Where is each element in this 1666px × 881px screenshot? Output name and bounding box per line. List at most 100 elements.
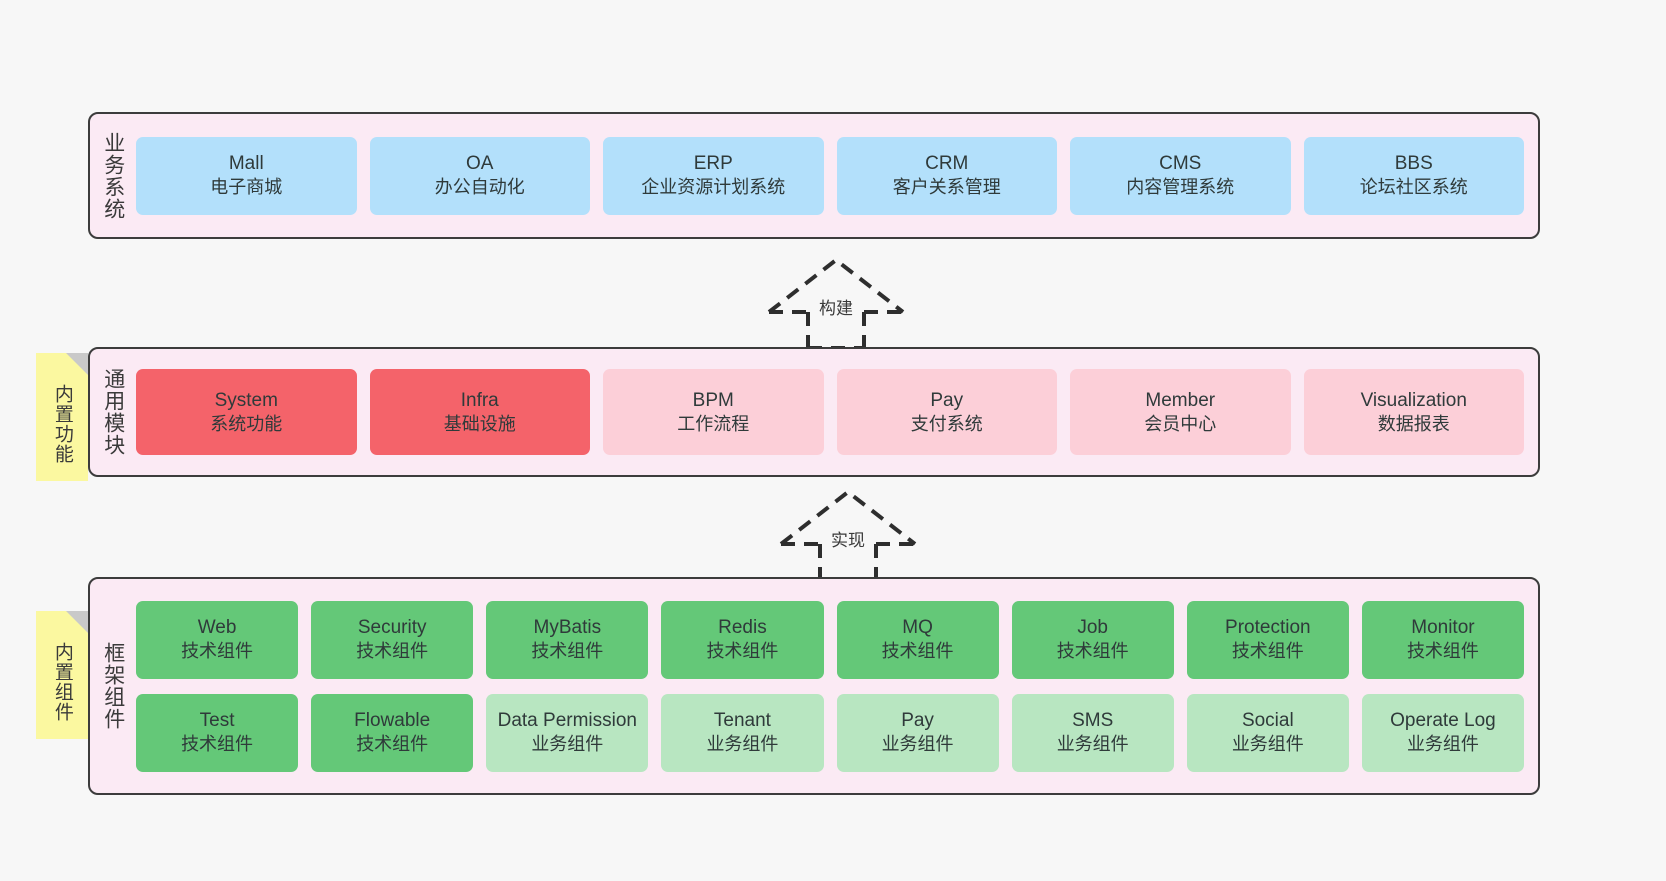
card-subtitle: 技术组件 [1231,641,1304,662]
layer-general-modules: 通用模块 System 系统功能 Infra 基础设施 BPM 工作流程 Pay… [88,347,1540,477]
card-subtitle: 业务组件 [531,734,604,755]
card-title: Protection [1225,617,1311,639]
card-subtitle: 技术组件 [1056,641,1129,662]
card-sms[interactable]: SMS 业务组件 [1011,693,1174,772]
card-title: Tenant [713,710,771,732]
card-social[interactable]: Social 业务组件 [1186,693,1349,772]
card-title: Security [357,617,427,639]
card-subtitle: 客户关系管理 [892,177,1001,198]
card-title: Infra [460,389,499,411]
card-infra[interactable]: Infra 基础设施 [369,369,590,455]
card-web[interactable]: Web 技术组件 [136,600,299,679]
card-mall[interactable]: Mall 电子商城 [136,136,357,215]
note-builtin-features: 内置功能 [36,353,88,481]
card-bbs[interactable]: BBS 论坛社区系统 [1303,136,1524,215]
page-fold-icon [66,611,88,633]
layer-caption-framework-components: 框架组件 [101,642,125,730]
card-security[interactable]: Security 技术组件 [311,600,474,679]
card-subtitle: 技术组件 [881,641,954,662]
card-row-tech-components: Web 技术组件 Security 技术组件 MyBatis 技术组件 Redi… [136,600,1524,679]
card-pay-module[interactable]: Pay 支付系统 [836,369,1057,455]
card-subtitle: 系统功能 [210,413,283,434]
card-protection[interactable]: Protection 技术组件 [1186,600,1349,679]
card-job[interactable]: Job 技术组件 [1011,600,1174,679]
card-subtitle: 技术组件 [181,641,254,662]
card-subtitle: 业务组件 [1231,734,1304,755]
card-monitor[interactable]: Monitor 技术组件 [1361,600,1524,679]
card-subtitle: 业务组件 [706,734,779,755]
card-title: BBS [1394,153,1433,175]
card-title: Test [199,710,235,732]
layer-caption-general-modules: 通用模块 [101,368,125,456]
card-subtitle: 企业资源计划系统 [641,177,786,198]
card-title: Member [1145,389,1216,411]
card-title: ERP [693,153,733,175]
card-subtitle: 技术组件 [181,734,254,755]
card-title: System [214,389,278,411]
card-mq[interactable]: MQ 技术组件 [836,600,999,679]
card-flowable[interactable]: Flowable 技术组件 [311,693,474,772]
card-title: Operate Log [1390,710,1496,732]
card-title: Visualization [1360,389,1467,411]
layer-body-general-modules: System 系统功能 Infra 基础设施 BPM 工作流程 Pay 支付系统… [136,349,1538,475]
card-subtitle: 技术组件 [356,641,429,662]
card-title: Data Permission [497,710,637,732]
card-title: Job [1077,617,1108,639]
card-visualization[interactable]: Visualization 数据报表 [1303,369,1524,455]
card-subtitle: 工作流程 [677,413,750,434]
layer-business-system: 业务系统 Mall 电子商城 OA 办公自动化 ERP 企业资源计划系统 CRM… [88,112,1540,239]
card-tenant[interactable]: Tenant 业务组件 [661,693,824,772]
card-oa[interactable]: OA 办公自动化 [369,136,590,215]
card-subtitle: 基础设施 [443,413,516,434]
connector-build: 构建 [761,255,911,350]
note-label: 内置功能 [51,384,73,464]
layer-caption-business-system: 业务系统 [101,131,125,220]
card-redis[interactable]: Redis 技术组件 [661,600,824,679]
card-subtitle: 内容管理系统 [1126,177,1235,198]
card-subtitle: 技术组件 [1406,641,1479,662]
card-title: BPM [692,389,734,411]
card-subtitle: 支付系统 [910,413,983,434]
card-title: CRM [925,153,969,175]
note-label: 内置组件 [51,642,73,722]
page-fold-icon [66,353,88,375]
card-subtitle: 技术组件 [706,641,779,662]
card-erp[interactable]: ERP 企业资源计划系统 [603,136,824,215]
card-bpm[interactable]: BPM 工作流程 [603,369,824,455]
card-title: MyBatis [533,617,602,639]
card-title: OA [466,153,494,175]
card-subtitle: 技术组件 [356,734,429,755]
layer-body-business-system: Mall 电子商城 OA 办公自动化 ERP 企业资源计划系统 CRM 客户关系… [136,114,1538,237]
card-operate-log[interactable]: Operate Log 业务组件 [1361,693,1524,772]
card-title: Flowable [354,710,431,732]
card-crm[interactable]: CRM 客户关系管理 [836,136,1057,215]
card-subtitle: 电子商城 [210,177,283,198]
card-title: Redis [718,617,767,639]
card-subtitle: 业务组件 [1056,734,1129,755]
connector-realize: 实现 [773,487,923,582]
card-title: Pay [901,710,934,732]
card-member[interactable]: Member 会员中心 [1070,369,1291,455]
card-title: CMS [1159,153,1202,175]
card-data-permission[interactable]: Data Permission 业务组件 [486,693,649,772]
card-title: SMS [1072,710,1114,732]
layer-framework-components: 框架组件 Web 技术组件 Security 技术组件 MyBatis 技术组件… [88,577,1540,795]
card-rows-framework-components: Web 技术组件 Security 技术组件 MyBatis 技术组件 Redi… [136,600,1524,772]
card-cms[interactable]: CMS 内容管理系统 [1070,136,1291,215]
connector-label-build: 构建 [819,299,853,318]
card-subtitle: 办公自动化 [434,177,525,198]
card-subtitle: 业务组件 [1406,734,1479,755]
card-title: Pay [930,389,964,411]
card-mybatis[interactable]: MyBatis 技术组件 [486,600,649,679]
card-subtitle: 数据报表 [1377,413,1450,434]
card-test[interactable]: Test 技术组件 [136,693,299,772]
note-builtin-components: 内置组件 [36,611,88,739]
card-title: Mall [228,153,264,175]
layer-body-framework-components: Web 技术组件 Security 技术组件 MyBatis 技术组件 Redi… [136,579,1538,793]
card-pay-component[interactable]: Pay 业务组件 [836,693,999,772]
card-row-general-modules: System 系统功能 Infra 基础设施 BPM 工作流程 Pay 支付系统… [136,369,1524,455]
card-subtitle: 会员中心 [1144,413,1217,434]
card-subtitle: 业务组件 [881,734,954,755]
card-system[interactable]: System 系统功能 [136,369,357,455]
card-title: Social [1241,710,1294,732]
